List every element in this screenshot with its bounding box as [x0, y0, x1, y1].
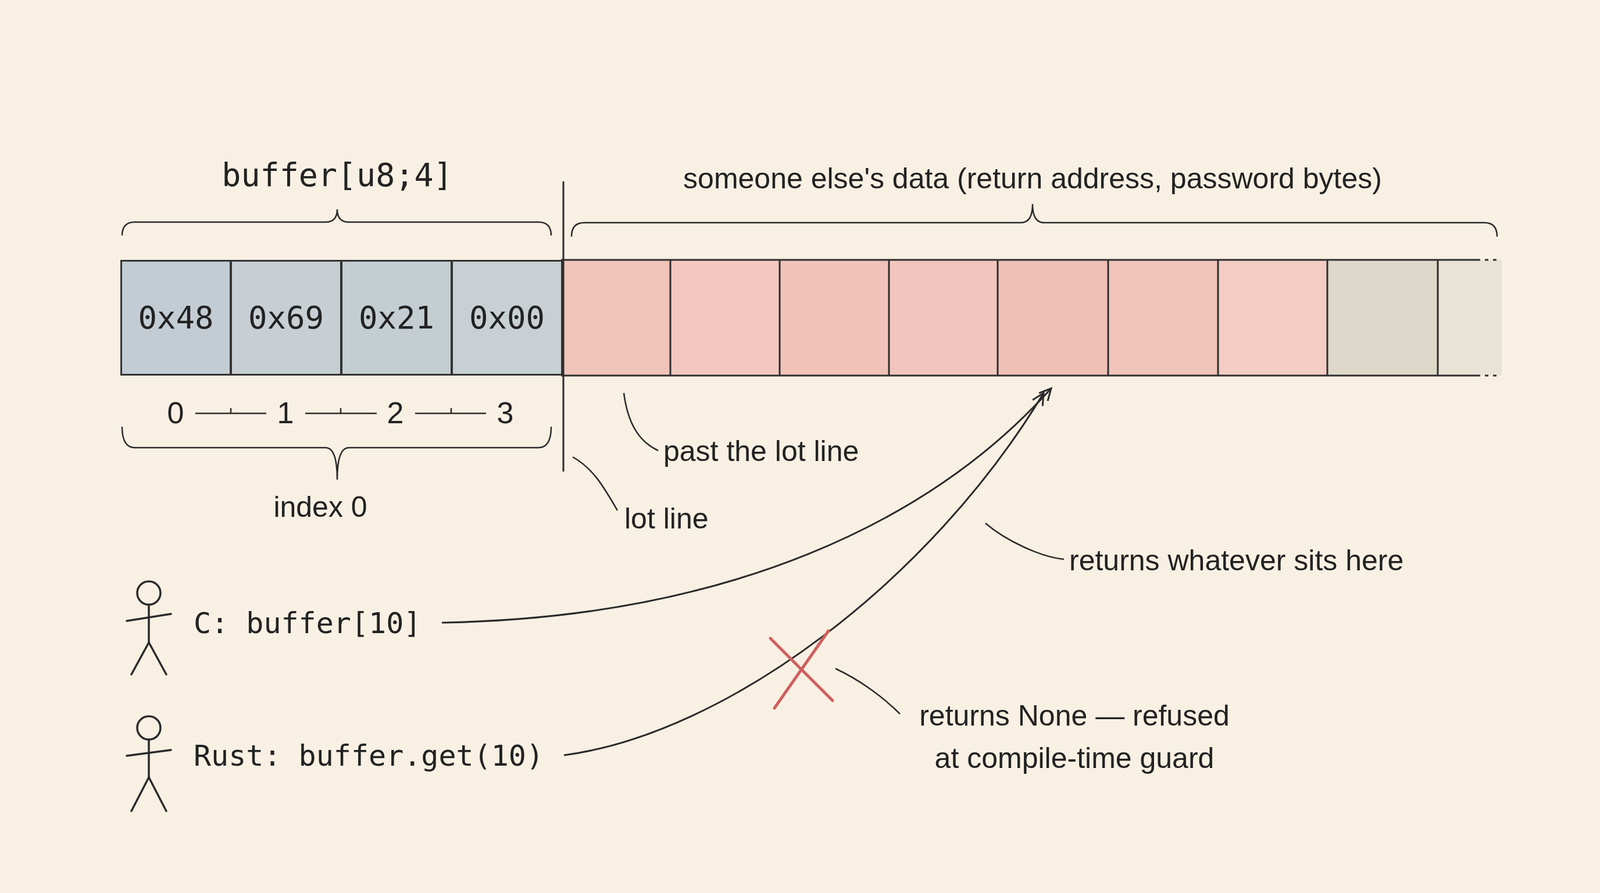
- refused-cross: [770, 630, 833, 709]
- byte-value: 0x21: [358, 299, 435, 337]
- buffer-cell: 0x21: [340, 259, 453, 376]
- leader-line: [623, 393, 659, 451]
- index-number: 3: [497, 391, 514, 435]
- byte-value: 0x00: [469, 299, 545, 337]
- annotation: returns whatever sits here: [1069, 539, 1404, 582]
- index-number: 0: [167, 391, 185, 435]
- buffer-cell: 0x69: [230, 259, 342, 376]
- leader-lines: [572, 393, 1064, 714]
- leader-line: [985, 523, 1064, 560]
- foreign-cells: [561, 259, 1502, 376]
- index-number: 2: [387, 391, 405, 435]
- foreign-cell: [888, 259, 998, 376]
- annotation: index 0: [273, 486, 367, 529]
- leader-line: [835, 668, 900, 714]
- stick-figure: [126, 581, 171, 675]
- annotation: past the lot line: [663, 430, 859, 473]
- braces: [122, 204, 1498, 480]
- foreign-cell: [561, 259, 671, 376]
- annotation: lot line: [624, 497, 709, 541]
- buffer-brace: [122, 209, 552, 236]
- access-arrow: [441, 388, 1052, 623]
- buffer-cell: 0x48: [120, 259, 232, 376]
- foreign-cell: [779, 259, 889, 376]
- region-label: someone else's data (return address, pas…: [683, 157, 1382, 200]
- foreign-cell: [1437, 259, 1502, 376]
- foreign-cell: [670, 259, 780, 376]
- cell-borders: [561, 259, 1500, 376]
- foreign-brace: [571, 204, 1498, 237]
- index-ticks: [195, 408, 487, 414]
- byte-value: 0x48: [137, 299, 214, 337]
- foreign-cell: [1327, 259, 1438, 376]
- stick-figure: [126, 716, 171, 812]
- foreign-cell: [1108, 259, 1219, 376]
- code-label: Rust: buffer.get(10): [193, 734, 544, 778]
- array-type-label: buffer[u8;4]: [221, 152, 453, 199]
- annotation: returns None — refused at compile-time g…: [911, 694, 1238, 780]
- index-brace: [122, 426, 552, 480]
- leader-line: [572, 456, 618, 511]
- index-number: 1: [277, 391, 295, 435]
- byte-value: 0x69: [248, 299, 324, 337]
- code-label: C: buffer[10]: [193, 602, 421, 645]
- foreign-cell: [997, 259, 1109, 376]
- foreign-cell: [1218, 259, 1328, 376]
- buffer-cell: 0x00: [451, 259, 563, 376]
